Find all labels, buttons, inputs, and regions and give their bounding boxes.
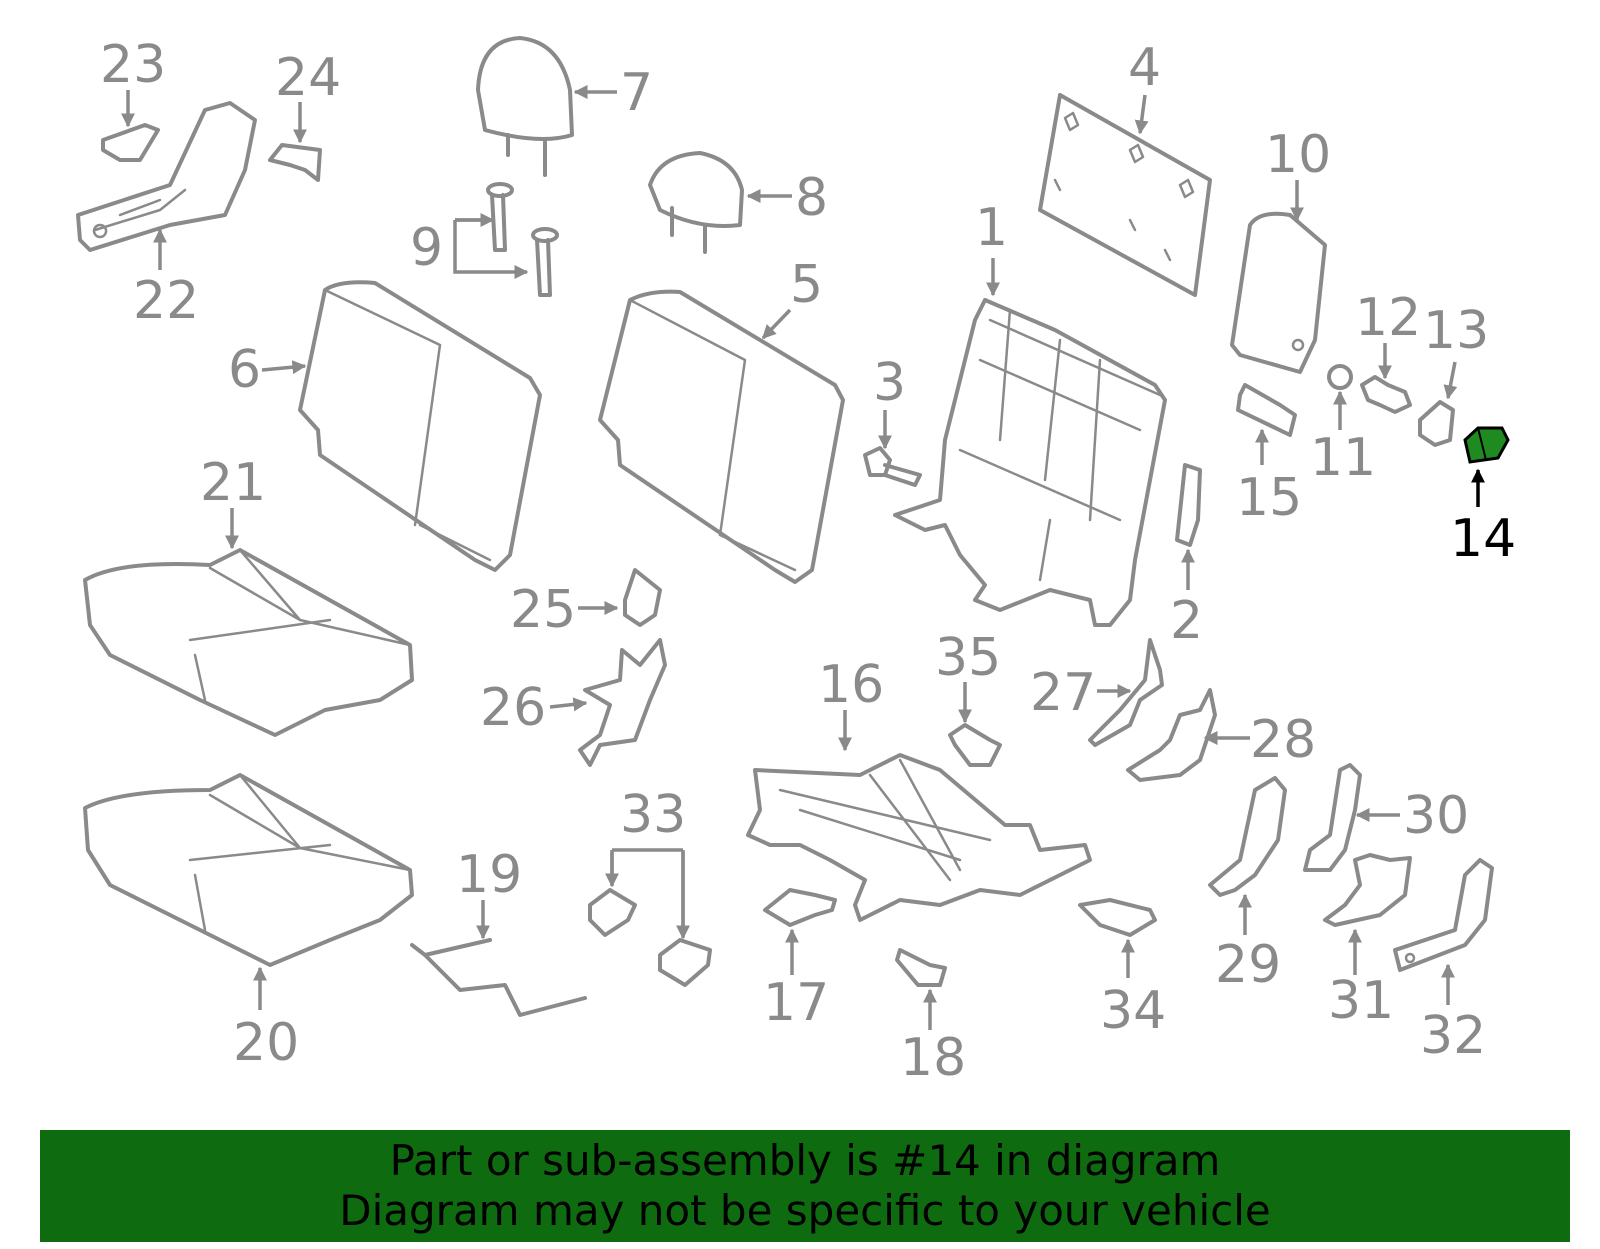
part-35-bracket bbox=[948, 723, 1002, 767]
label-14: 14 bbox=[1450, 509, 1516, 569]
label-31: 31 bbox=[1328, 971, 1394, 1031]
part-32-trim bbox=[1393, 858, 1494, 972]
part-34-bracket bbox=[1078, 898, 1157, 937]
label-11: 11 bbox=[1310, 428, 1376, 488]
label-8: 8 bbox=[795, 168, 828, 228]
label-35: 35 bbox=[935, 628, 1001, 688]
label-20: 20 bbox=[233, 1013, 299, 1073]
label-29: 29 bbox=[1215, 935, 1281, 995]
part-24-bracket bbox=[268, 143, 322, 182]
part-21-cushion bbox=[83, 548, 414, 737]
info-banner: Part or sub-assembly is #14 in diagram D… bbox=[40, 1130, 1570, 1242]
part-28-trim bbox=[1126, 688, 1217, 782]
label-22: 22 bbox=[133, 271, 199, 331]
part-11-washer bbox=[1327, 364, 1353, 390]
label-33: 33 bbox=[620, 785, 686, 845]
part-19-rod bbox=[410, 938, 587, 1017]
label-21: 21 bbox=[200, 453, 266, 513]
part-labels: 23 24 22 7 8 9 4 10 1 5 6 3 12 13 11 15 … bbox=[100, 35, 1516, 1088]
part-8-headrest bbox=[648, 151, 744, 254]
part-3-bolt bbox=[863, 446, 922, 487]
part-27-trim bbox=[1088, 638, 1164, 747]
label-7: 7 bbox=[620, 63, 653, 123]
part-29-trim bbox=[1208, 776, 1287, 897]
label-19: 19 bbox=[456, 845, 522, 905]
label-15: 15 bbox=[1236, 468, 1302, 528]
part-12-bolt bbox=[1360, 375, 1412, 414]
part-26-trim bbox=[578, 638, 667, 767]
part-10-pad bbox=[1230, 211, 1327, 374]
part-20-cushion-cover bbox=[83, 773, 414, 967]
part-33-clips bbox=[588, 888, 712, 987]
part-31-trim bbox=[1323, 853, 1412, 927]
part-25-bracket bbox=[623, 568, 662, 627]
label-34: 34 bbox=[1100, 981, 1166, 1041]
label-5: 5 bbox=[790, 255, 823, 315]
banner-line-1: Part or sub-assembly is #14 in diagram bbox=[389, 1136, 1221, 1185]
leader-arrows bbox=[121, 85, 1485, 1030]
label-1: 1 bbox=[975, 198, 1008, 258]
label-13: 13 bbox=[1423, 301, 1489, 361]
label-2: 2 bbox=[1170, 591, 1203, 651]
label-10: 10 bbox=[1265, 125, 1331, 185]
label-17: 17 bbox=[763, 973, 829, 1033]
part-18-bracket bbox=[895, 948, 947, 987]
part-17-bracket bbox=[763, 888, 837, 927]
part-1-seat-frame bbox=[893, 298, 1167, 627]
label-30: 30 bbox=[1403, 786, 1469, 846]
part-13-bracket bbox=[1418, 400, 1455, 447]
part-22-side-trim bbox=[76, 101, 257, 252]
part-23-clip bbox=[101, 123, 160, 162]
part-14-highlighted[interactable] bbox=[1463, 426, 1510, 464]
part-4-back-board bbox=[1038, 93, 1212, 297]
label-18: 18 bbox=[900, 1028, 966, 1088]
part-5-seatback bbox=[598, 289, 845, 584]
label-4: 4 bbox=[1128, 38, 1161, 98]
part-2-strip bbox=[1175, 463, 1202, 547]
label-6: 6 bbox=[228, 340, 261, 400]
part-15-bracket bbox=[1236, 383, 1297, 437]
label-24: 24 bbox=[275, 48, 341, 108]
label-27: 27 bbox=[1030, 663, 1096, 723]
label-16: 16 bbox=[818, 655, 884, 715]
label-3: 3 bbox=[873, 353, 906, 413]
part-9-guides bbox=[486, 182, 559, 297]
label-12: 12 bbox=[1355, 288, 1421, 348]
label-23: 23 bbox=[100, 35, 166, 95]
banner-line-2: Diagram may not be specific to your vehi… bbox=[339, 1186, 1271, 1235]
label-9: 9 bbox=[410, 218, 443, 278]
part-7-headrest bbox=[476, 36, 574, 177]
label-28: 28 bbox=[1250, 710, 1316, 770]
part-30-trim bbox=[1303, 763, 1362, 872]
part-6-seatback bbox=[298, 280, 542, 572]
label-26: 26 bbox=[480, 678, 546, 738]
part-16-track-frame bbox=[746, 753, 1092, 922]
label-32: 32 bbox=[1420, 1006, 1486, 1066]
label-25: 25 bbox=[510, 580, 576, 640]
